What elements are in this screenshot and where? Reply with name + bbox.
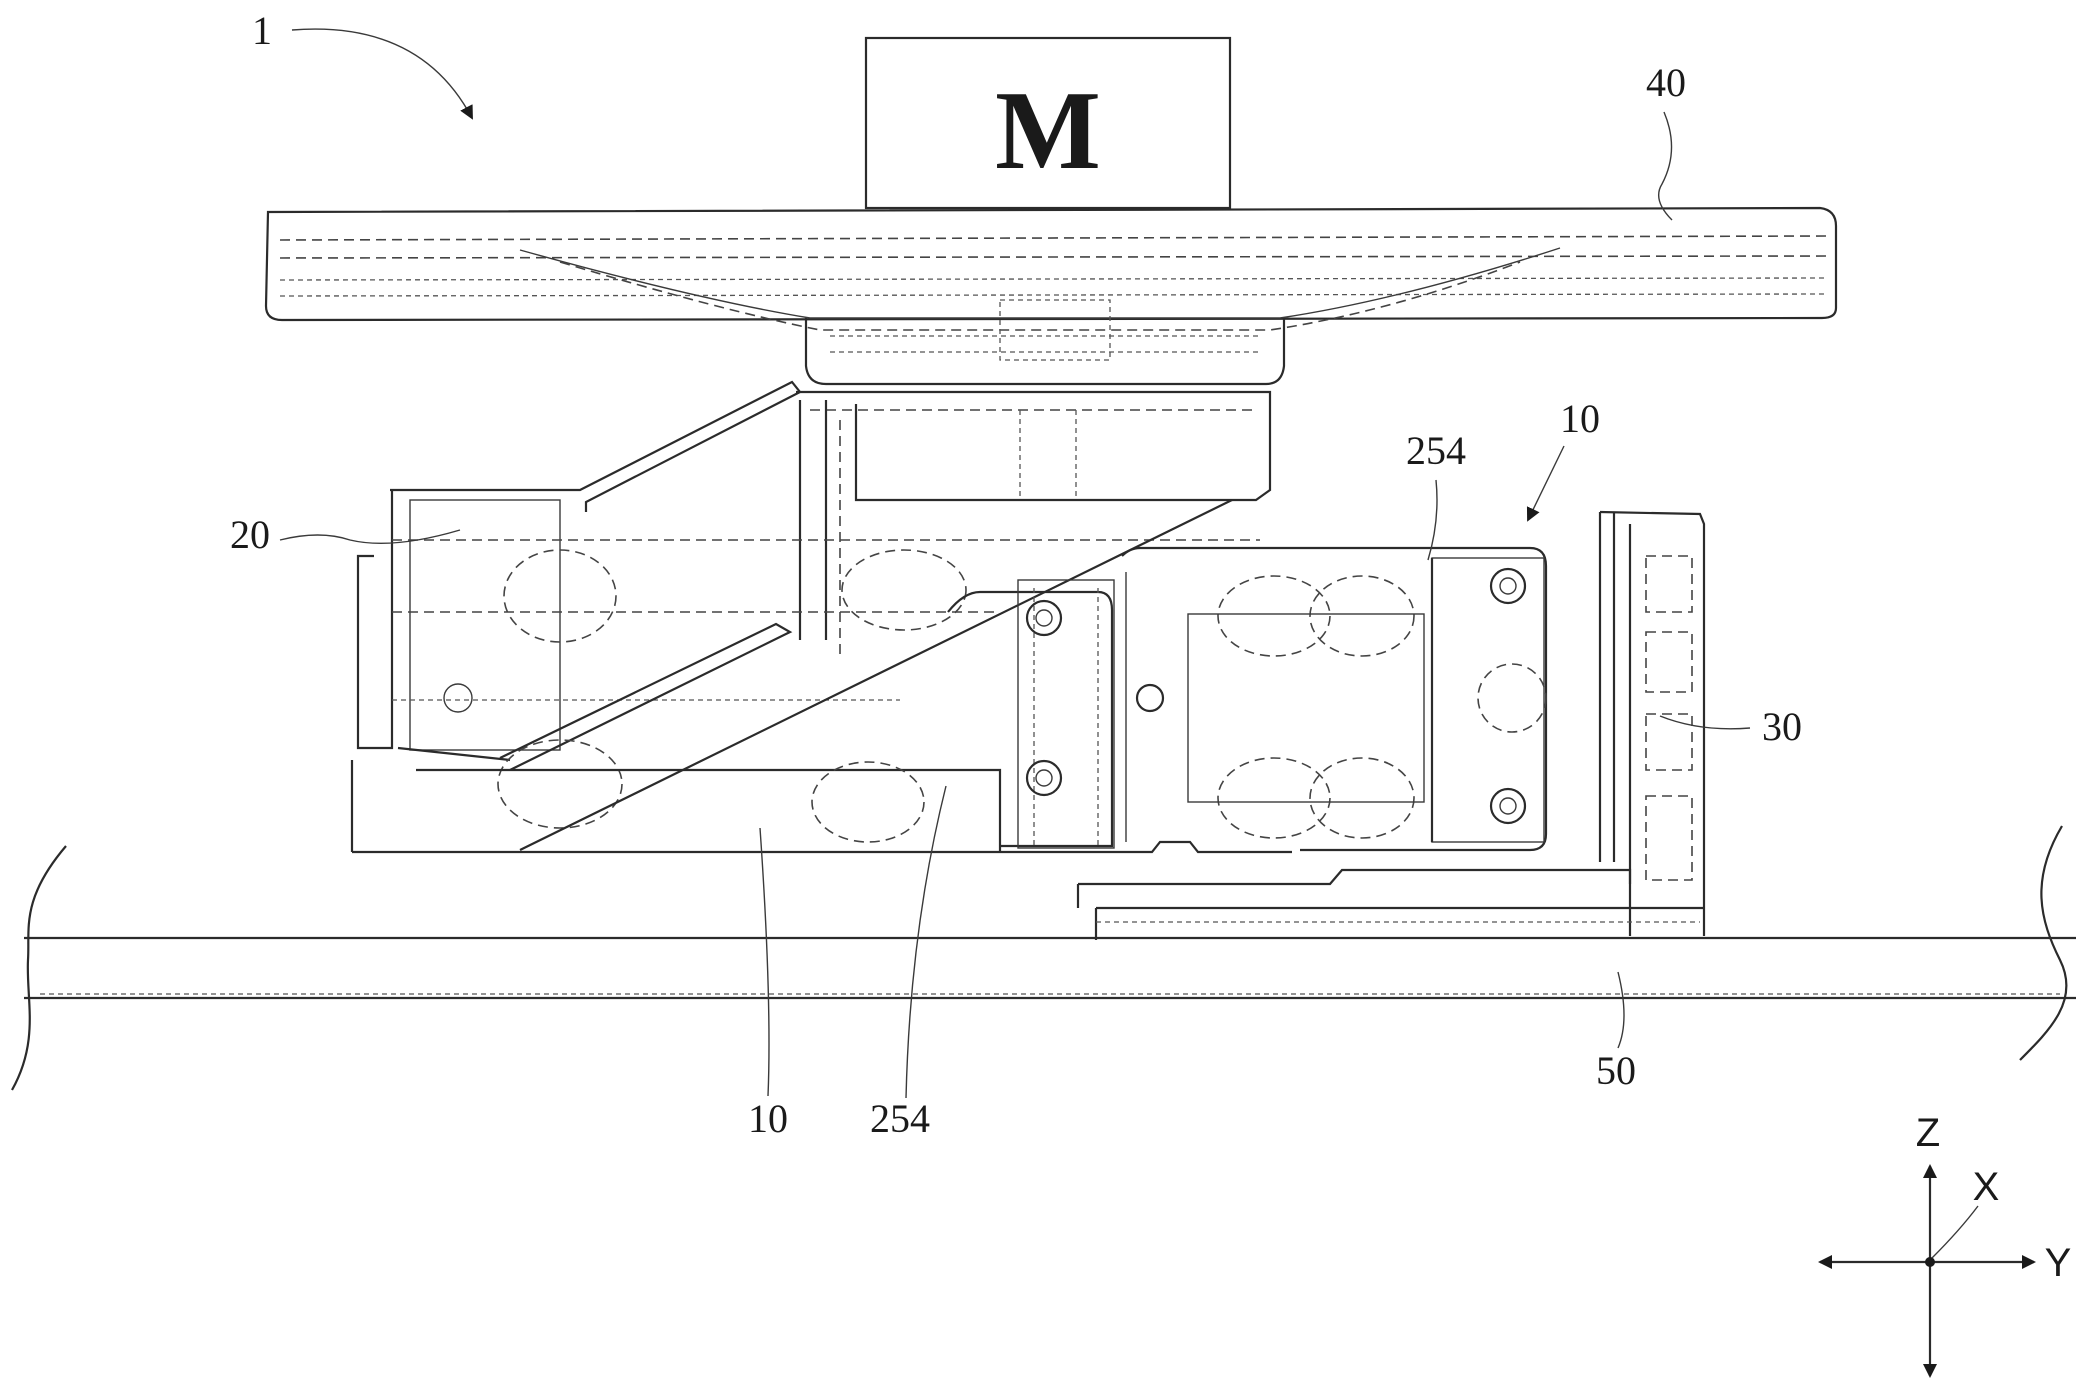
ref-40-label: 40: [1646, 60, 1686, 105]
ref-10-lower-label: 10: [748, 1096, 788, 1141]
ref-10-upper-label: 10: [1560, 396, 1600, 441]
motor-block: M: [866, 38, 1230, 208]
ref-1-label: 1: [252, 8, 272, 53]
ref-20-label: 20: [230, 512, 270, 557]
reference-254-lower: 254: [870, 786, 946, 1141]
axis-origin-dot: [1925, 1257, 1935, 1267]
reference-30: 30: [1660, 704, 1802, 749]
lower-body: [352, 500, 1546, 852]
ref-254-lower-label: 254: [870, 1096, 930, 1141]
axis-z-label: Z: [1916, 1111, 1940, 1155]
upper-bracket: [796, 392, 1270, 660]
reference-10-upper: 10: [1528, 396, 1600, 520]
reference-20: 20: [230, 512, 460, 557]
reference-50: 50: [1596, 972, 1636, 1093]
motor-label: M: [995, 69, 1101, 193]
ref-254-upper-label: 254: [1406, 428, 1466, 473]
ref-50-label: 50: [1596, 1048, 1636, 1093]
ref-30-label: 30: [1762, 704, 1802, 749]
axes-indicator: Z X Y: [1820, 1111, 2071, 1376]
axis-x-label: X: [1973, 1165, 2000, 1209]
top-plate: [266, 208, 1836, 384]
base: [12, 826, 2076, 1090]
axis-y-label: Y: [2045, 1241, 2072, 1285]
reference-254-upper: 254: [1406, 428, 1466, 560]
reference-1: 1: [252, 8, 472, 118]
reference-10-lower: 10: [748, 828, 788, 1141]
bottom-support: [1078, 870, 1704, 940]
reference-40: 40: [1646, 60, 1686, 220]
left-part: [358, 382, 1260, 828]
